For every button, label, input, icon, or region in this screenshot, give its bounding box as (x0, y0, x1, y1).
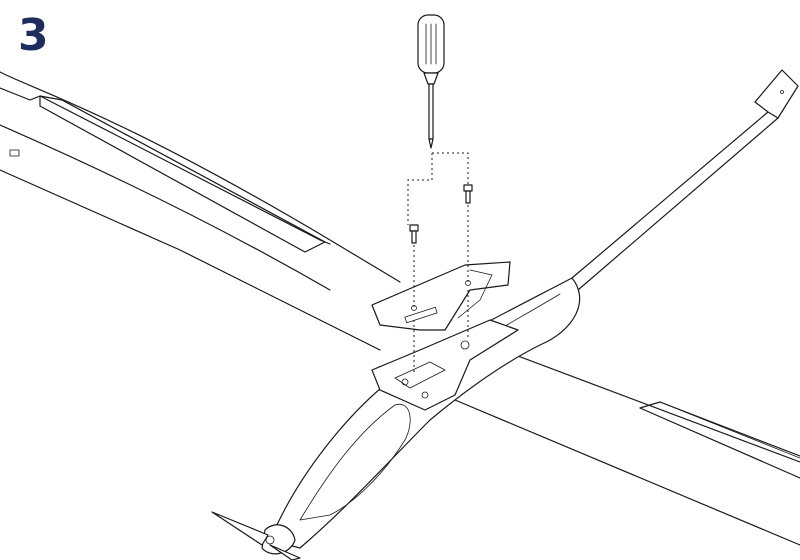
screwdriver-icon (417, 14, 445, 149)
fuselage (211, 277, 581, 560)
left-wing (0, 71, 401, 351)
screw-icon (463, 184, 473, 204)
wing-slot-icon (9, 149, 20, 157)
tail-boom (571, 69, 799, 291)
right-wing (454, 337, 800, 546)
wing-saddle-part (371, 261, 511, 331)
screw-icon (409, 224, 419, 244)
step-number: 3 (18, 10, 49, 61)
assembly-guide-lines (407, 152, 469, 372)
wing-mount (371, 319, 519, 411)
